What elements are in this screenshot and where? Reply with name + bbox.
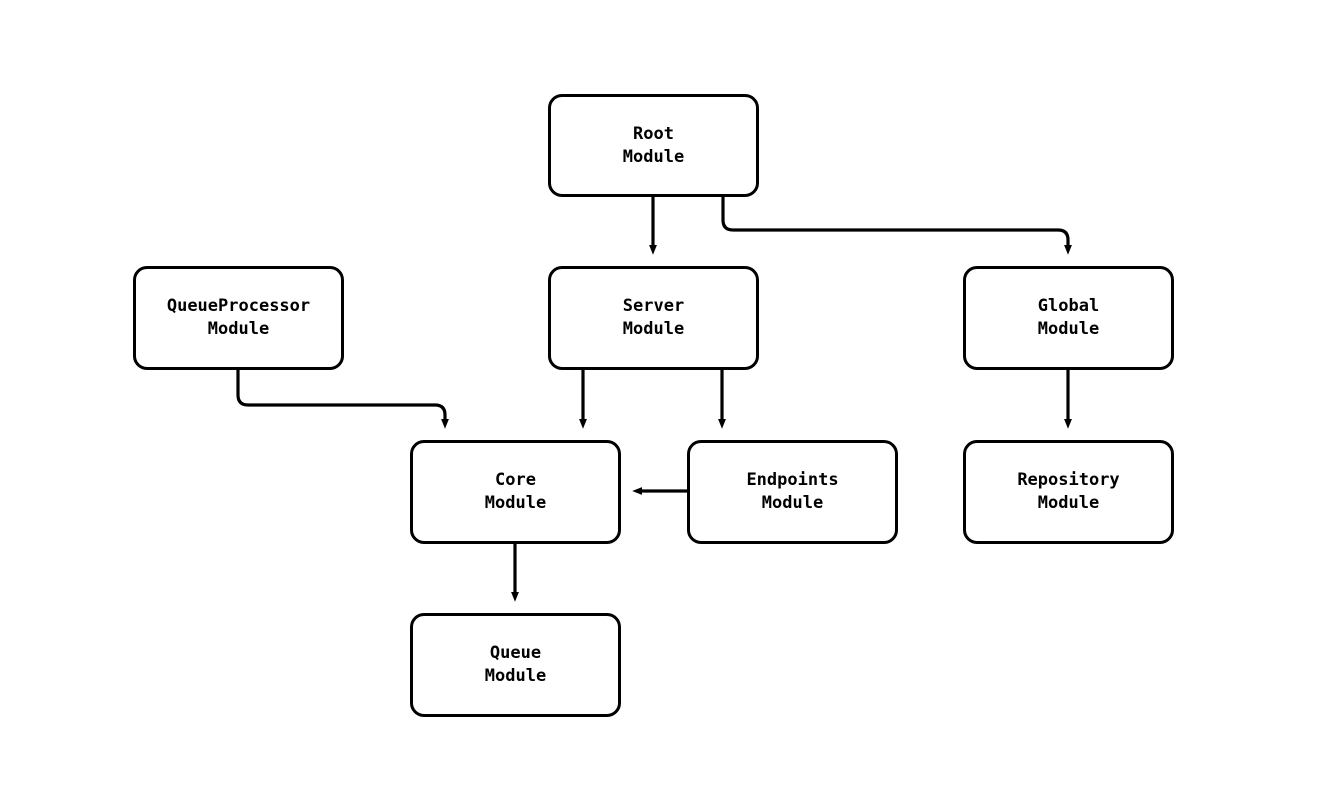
node-root-module-name-line2: Module <box>622 146 685 167</box>
node-repository-module-name-line2: Module <box>1037 493 1100 513</box>
node-root-module[interactable]: Root Module <box>548 94 759 197</box>
node-repository-module-name-line1: Repository <box>1017 470 1120 490</box>
node-queue-module-name-line1: Queue <box>489 643 542 663</box>
node-global-module-name-line2: Module <box>1037 319 1100 339</box>
node-queue-module[interactable]: Queue Module <box>410 613 621 717</box>
node-endpoints-module[interactable]: Endpoints Module <box>687 440 898 544</box>
node-queue-module-name-line2: Module <box>484 666 547 686</box>
node-endpoints-module-name-line2: Module <box>761 493 824 513</box>
edge-root-to-global <box>721 197 1072 255</box>
node-core-module-name-line1: Core <box>495 470 536 490</box>
edge-queueprocessor-to-core <box>236 370 449 429</box>
node-queueprocessor-module[interactable]: QueueProcessor Module <box>133 266 344 370</box>
node-queueprocessor-module-name-line2: Module <box>207 319 270 339</box>
node-endpoints-module-name-line1: Endpoints <box>746 470 839 490</box>
node-global-module-name-line1: Global <box>1037 296 1100 316</box>
node-global-module[interactable]: Global Module <box>963 266 1174 370</box>
node-repository-module[interactable]: Repository Module <box>963 440 1174 544</box>
node-root-module-name-line1: Root <box>633 123 674 144</box>
node-core-module-name-line2: Module <box>484 493 547 513</box>
node-server-module-name-line1: Server <box>622 296 685 316</box>
node-server-module[interactable]: Server Module <box>548 266 759 370</box>
node-server-module-name-line2: Module <box>622 319 685 339</box>
node-core-module[interactable]: Core Module <box>410 440 621 544</box>
node-queueprocessor-module-name-line1: QueueProcessor <box>166 296 311 316</box>
